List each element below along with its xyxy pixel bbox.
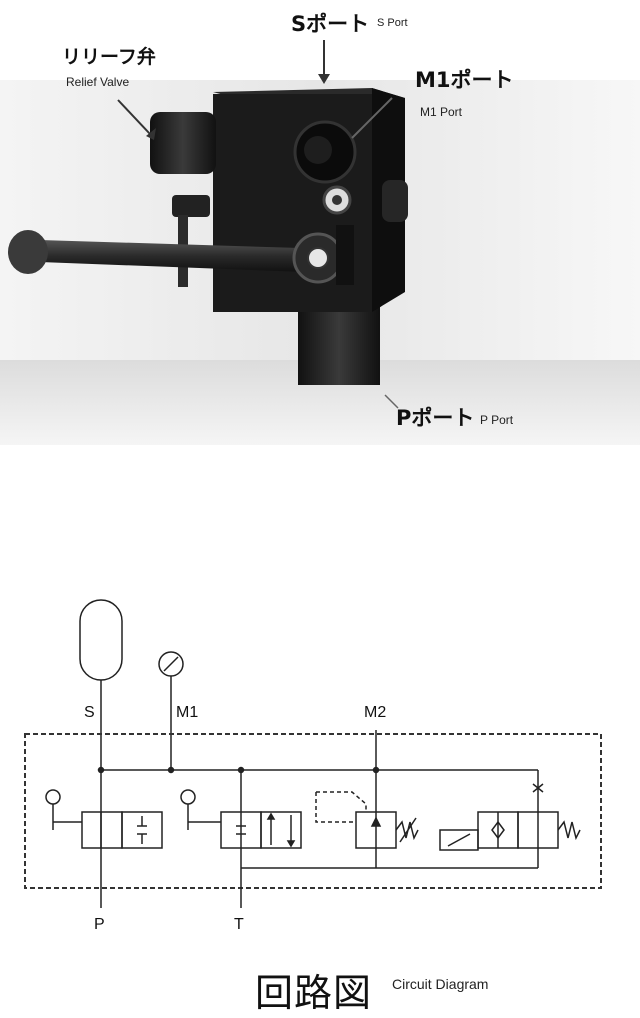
p-port-leader — [384, 394, 399, 409]
circuit-diagram-svg — [24, 599, 602, 908]
directional-valve-1 — [45, 789, 163, 849]
directional-valve-2 — [180, 789, 302, 849]
s-port-label-ja: Sポート — [291, 12, 370, 36]
circuit-diagram-title-en: Circuit Diagram — [392, 976, 489, 992]
circuit-diagram-title-ja: 回路図 — [255, 971, 373, 1015]
port-label-t: T — [234, 916, 244, 933]
lever-arm — [40, 240, 305, 272]
product-photo: Sポート S Port リリーフ弁 Relief Valve M1ポート M1 … — [0, 0, 640, 445]
m1-port-label-ja: M1ポート — [415, 68, 514, 92]
p-port-label-ja: Pポート — [396, 406, 475, 430]
p-port-label-en: P Port — [480, 413, 514, 427]
port-label-p: P — [94, 916, 105, 933]
s-port-label-en: S Port — [377, 17, 408, 29]
p-port-body — [298, 300, 380, 385]
lever-grip — [8, 230, 48, 274]
drain-knob — [172, 195, 210, 217]
circuit-boundary — [24, 733, 602, 889]
m1-leader — [351, 97, 393, 139]
relief-valve-symbol — [315, 791, 419, 849]
relief-valve-body — [150, 112, 216, 174]
relief-valve-label-en: Relief Valve — [66, 75, 130, 89]
m1-port-label-en: M1 Port — [420, 105, 463, 119]
solenoid-valve-symbol — [439, 770, 581, 868]
circuit-diagram: S M1 M2 P T — [0, 590, 640, 950]
port-label-m1: M1 — [176, 704, 199, 721]
side-knob — [382, 180, 408, 222]
relief-leader — [117, 99, 151, 135]
valve-photo-illustration — [0, 40, 640, 445]
port-label-s: S — [84, 704, 95, 721]
accumulator-symbol — [79, 599, 123, 681]
port-label-m2: M2 — [364, 704, 387, 721]
relief-valve-label-ja: リリーフ弁 — [62, 46, 156, 68]
